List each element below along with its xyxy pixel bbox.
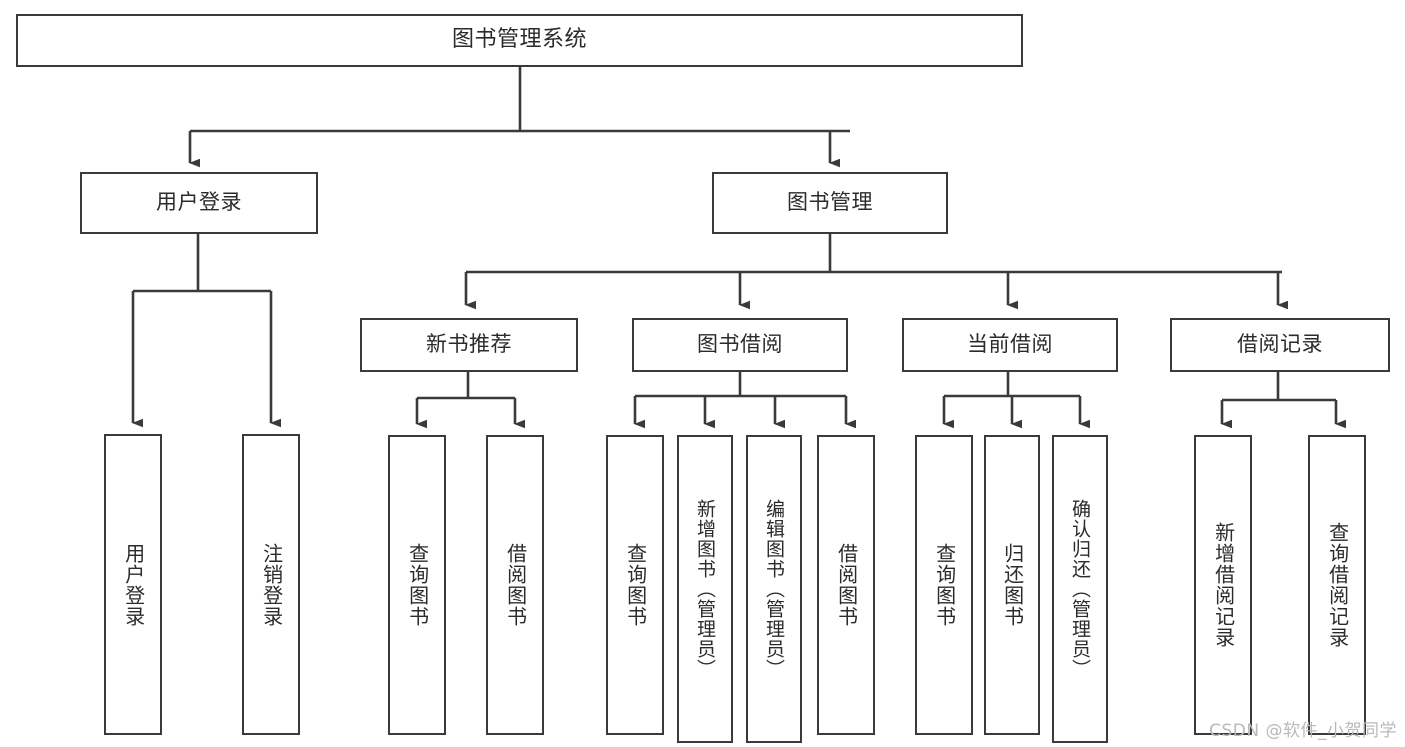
node-label: 新书推荐 [426,332,512,357]
leaf-add-borrow-record[interactable]: 新增借阅记录 [1194,435,1252,735]
node-label: 查询图书 [932,543,957,627]
node-user-login[interactable]: 用户登录 [80,172,318,234]
node-label: 借阅图书 [503,543,528,627]
node-book-borrow[interactable]: 图书借阅 [632,318,848,372]
node-label: 新增图书（管理员） [694,499,717,679]
node-label: 图书管理 [787,190,873,215]
node-label: 新增借阅记录 [1211,522,1236,648]
node-label: 注销登录 [259,542,284,627]
node-label: 归还图书 [1000,543,1025,627]
leaf-query-book-current[interactable]: 查询图书 [915,435,973,735]
node-root-book-management-system[interactable]: 图书管理系统 [16,14,1023,67]
node-label: 当前借阅 [967,332,1053,357]
leaf-user-login[interactable]: 用户登录 [104,434,162,735]
node-label: 用户登录 [121,542,146,627]
csdn-watermark: CSDN @软件_小贺同学 [1209,721,1397,741]
node-label: 借阅图书 [834,543,859,627]
leaf-logout-login[interactable]: 注销登录 [242,434,300,735]
node-label: 查询图书 [405,543,430,627]
node-label: 编辑图书（管理员） [763,499,786,679]
leaf-edit-book-admin[interactable]: 编辑图书（管理员） [746,435,802,743]
leaf-confirm-return-admin[interactable]: 确认归还（管理员） [1052,435,1108,743]
node-new-book-recommend[interactable]: 新书推荐 [360,318,578,372]
node-borrow-record[interactable]: 借阅记录 [1170,318,1390,372]
leaf-borrow-book-borrow[interactable]: 借阅图书 [817,435,875,735]
node-label: 图书管理系统 [451,27,587,53]
leaf-query-book-new-recommend[interactable]: 查询图书 [388,435,446,735]
node-label: 图书借阅 [697,332,783,357]
node-label: 借阅记录 [1237,332,1323,357]
node-current-borrow[interactable]: 当前借阅 [902,318,1118,372]
leaf-return-book[interactable]: 归还图书 [984,435,1040,735]
leaf-query-borrow-record[interactable]: 查询借阅记录 [1308,435,1366,735]
leaf-query-book-borrow[interactable]: 查询图书 [606,435,664,735]
leaf-add-book-admin[interactable]: 新增图书（管理员） [677,435,733,743]
node-label: 用户登录 [156,190,242,215]
leaf-borrow-book-new-recommend[interactable]: 借阅图书 [486,435,544,735]
node-label: 查询借阅记录 [1325,522,1350,648]
node-book-management[interactable]: 图书管理 [712,172,948,234]
node-label: 确认归还（管理员） [1069,499,1092,679]
node-label: 查询图书 [623,543,648,627]
